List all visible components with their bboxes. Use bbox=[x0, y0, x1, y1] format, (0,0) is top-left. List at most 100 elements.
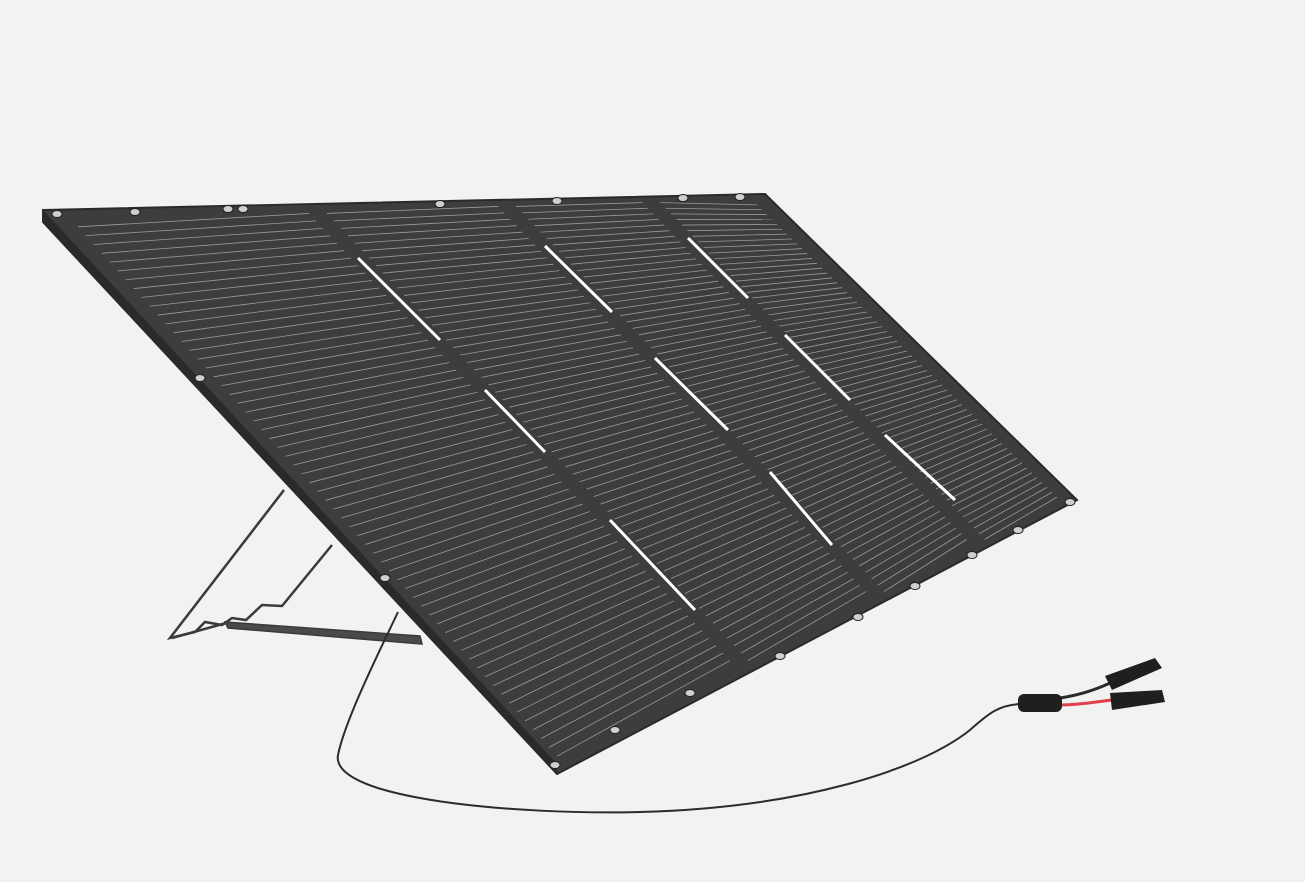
cell-line bbox=[706, 376, 811, 406]
junction-box bbox=[1018, 694, 1062, 712]
cell-line bbox=[968, 482, 1043, 523]
grommet bbox=[909, 582, 921, 590]
cell-line bbox=[269, 391, 478, 439]
connector-positive bbox=[1105, 658, 1162, 690]
kickstand-brace bbox=[223, 621, 423, 645]
grommet bbox=[379, 574, 391, 582]
cell-line bbox=[577, 258, 697, 272]
cell-line bbox=[245, 369, 457, 413]
cell-line bbox=[109, 242, 338, 263]
cell-line bbox=[333, 451, 534, 510]
cell-line bbox=[705, 552, 830, 617]
cell-line bbox=[149, 280, 373, 307]
cell-line bbox=[649, 501, 781, 557]
cell-line bbox=[709, 248, 803, 254]
cell-line bbox=[761, 426, 859, 464]
cell-line bbox=[608, 286, 724, 304]
cell-line bbox=[903, 423, 983, 456]
cell-line bbox=[397, 270, 560, 289]
cell-line bbox=[876, 399, 958, 428]
cell-line bbox=[957, 472, 1033, 512]
cell-line bbox=[877, 533, 962, 586]
cell-line bbox=[726, 571, 848, 639]
cell-line bbox=[500, 608, 682, 695]
grommet bbox=[677, 194, 689, 202]
cell-line bbox=[853, 510, 940, 560]
cell-line bbox=[714, 253, 808, 260]
cell-line bbox=[381, 496, 576, 563]
cell-line bbox=[665, 207, 763, 211]
cell-line bbox=[660, 202, 758, 206]
cell-line bbox=[341, 458, 541, 519]
cell-line bbox=[446, 315, 603, 341]
grommets bbox=[51, 193, 1076, 769]
cell-line bbox=[712, 559, 836, 624]
cell-line bbox=[522, 207, 648, 214]
cell-line bbox=[551, 411, 695, 453]
grommet bbox=[734, 193, 746, 201]
cell-line bbox=[205, 332, 422, 369]
cell-line bbox=[692, 233, 788, 237]
cell-line bbox=[898, 418, 978, 450]
cell-line bbox=[621, 475, 756, 527]
cell-line bbox=[181, 309, 401, 342]
cell-line bbox=[453, 321, 609, 348]
cell-line bbox=[691, 539, 818, 602]
cell-line bbox=[583, 263, 702, 278]
cell-line bbox=[644, 320, 756, 342]
cell-line bbox=[730, 398, 832, 432]
cell-line bbox=[698, 238, 793, 243]
cell-line bbox=[537, 398, 683, 438]
grommet bbox=[1064, 498, 1076, 506]
cell-line bbox=[871, 527, 956, 580]
cell-line bbox=[229, 354, 443, 395]
cell-line bbox=[413, 526, 604, 598]
cell-line bbox=[439, 308, 597, 334]
grommet bbox=[852, 613, 864, 621]
cell-line bbox=[725, 262, 818, 271]
cell-line bbox=[389, 503, 583, 572]
cell-line bbox=[804, 466, 897, 509]
cell-line bbox=[703, 243, 798, 248]
cell-line bbox=[469, 578, 653, 660]
cell-line bbox=[502, 366, 652, 401]
cell-line bbox=[341, 218, 511, 229]
cell-line bbox=[349, 466, 548, 528]
cell-line bbox=[736, 404, 838, 438]
cell-line bbox=[632, 308, 746, 329]
cell-line bbox=[671, 213, 768, 216]
cell-line bbox=[795, 326, 883, 344]
cell-line bbox=[495, 360, 646, 393]
cell-line bbox=[806, 335, 893, 355]
panel-thickness bbox=[43, 210, 557, 774]
cell-line bbox=[548, 652, 724, 748]
cell-line bbox=[509, 372, 658, 408]
cell-line bbox=[946, 462, 1023, 501]
cell-line bbox=[93, 227, 324, 245]
cell-line bbox=[141, 272, 366, 298]
cell-line bbox=[325, 444, 527, 501]
cell-lines bbox=[77, 202, 1058, 757]
black-wire bbox=[1059, 681, 1111, 700]
cell-line bbox=[817, 345, 903, 366]
cell-line bbox=[773, 437, 870, 477]
cell-line bbox=[369, 244, 535, 259]
cell-line bbox=[724, 393, 827, 426]
cell-line bbox=[757, 292, 848, 305]
hinge-gap bbox=[686, 236, 750, 300]
cell-line bbox=[261, 384, 471, 431]
cell-line bbox=[285, 406, 492, 457]
cell-line bbox=[663, 336, 773, 361]
cell-line bbox=[589, 269, 708, 284]
cell-line bbox=[811, 340, 898, 361]
cell-line bbox=[790, 321, 878, 338]
cell-line bbox=[397, 511, 590, 581]
cell-line bbox=[718, 387, 821, 419]
cell-line bbox=[935, 452, 1013, 490]
red-wire bbox=[1059, 698, 1113, 707]
cell-line bbox=[579, 437, 719, 483]
cell-line bbox=[682, 223, 778, 226]
cell-line bbox=[373, 488, 569, 554]
cell-line bbox=[189, 317, 408, 351]
cell-line bbox=[445, 555, 632, 634]
